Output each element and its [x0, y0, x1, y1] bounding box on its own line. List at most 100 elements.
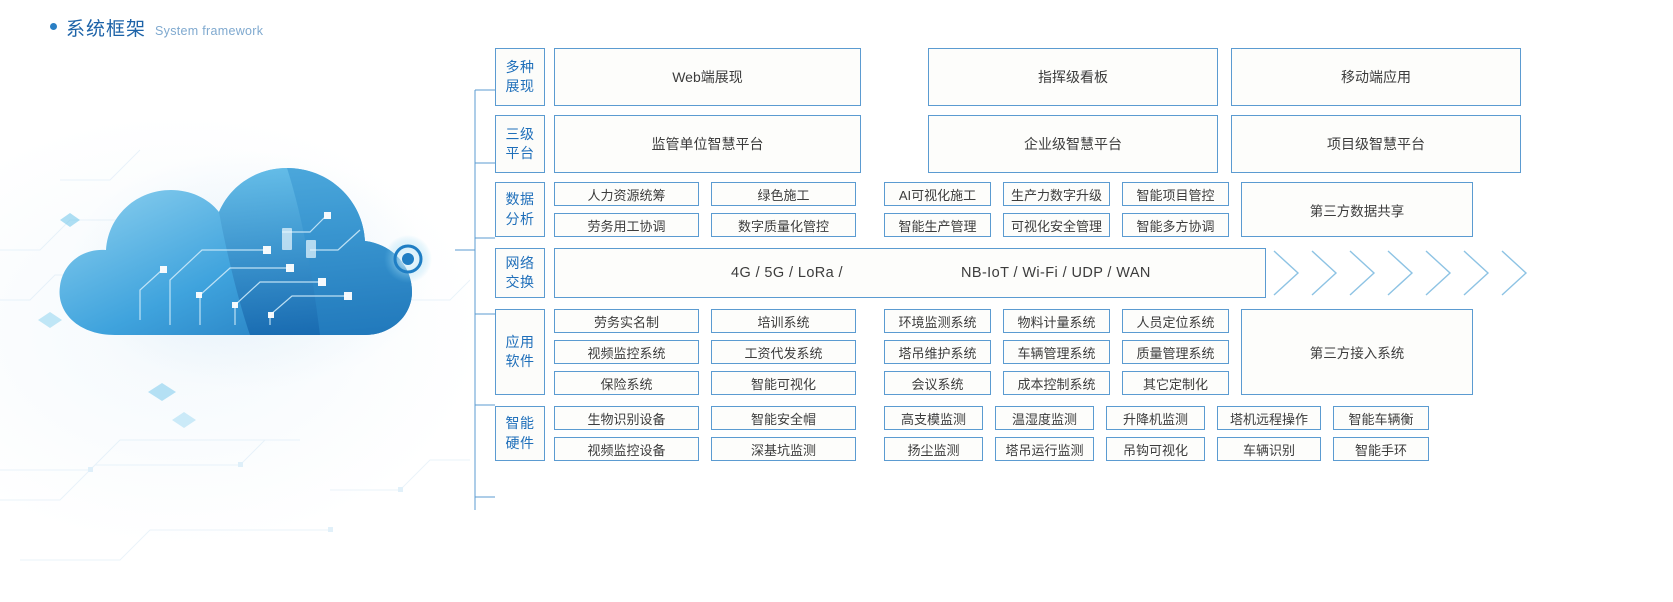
page-title: 系统框架: [66, 19, 147, 40]
chip-biometric-device[interactable]: 生物识别设备: [554, 406, 699, 430]
row-label-presentation[interactable]: 多种 展现: [495, 48, 545, 106]
box-regulator-platform[interactable]: 监管单位智慧平台: [554, 115, 861, 173]
network-bar[interactable]: 4G / 5G / LoRa / NB-IoT / Wi-Fi / UDP / …: [554, 248, 1266, 298]
box-third-party-access-system[interactable]: 第三方接入系统: [1241, 309, 1473, 395]
page-subtitle: System framework: [155, 24, 264, 38]
row-data-analysis: 数据 分析 人力资源统筹 绿色施工 劳务用工协调 数字质量化管控 AI可视化施工…: [495, 182, 1665, 237]
chip-productivity-digital-upgrade[interactable]: 生产力数字升级: [1003, 182, 1110, 206]
chip-cost-control-system[interactable]: 成本控制系统: [1003, 371, 1110, 395]
chip-dust-monitoring[interactable]: 扬尘监测: [884, 437, 983, 461]
row-label-platform[interactable]: 三级 平台: [495, 115, 545, 173]
background-circuit-lines: [0, 149, 470, 561]
row-label-line2: 软件: [505, 353, 535, 369]
box-third-party-data-sharing[interactable]: 第三方数据共享: [1241, 182, 1473, 237]
chip-row: 生物识别设备 智能安全帽: [554, 406, 856, 430]
box-enterprise-platform[interactable]: 企业级智慧平台: [928, 115, 1218, 173]
box-project-platform[interactable]: 项目级智慧平台: [1231, 115, 1521, 173]
chip-row: 视频监控设备 深基坑监测: [554, 437, 856, 461]
chip-smart-weighbridge[interactable]: 智能车辆衡: [1333, 406, 1429, 430]
chip-video-surveillance-system[interactable]: 视频监控系统: [554, 340, 699, 364]
connector-spine: [455, 89, 495, 510]
row-label-data-analysis[interactable]: 数据 分析: [495, 182, 545, 237]
chip-labor-realname[interactable]: 劳务实名制: [554, 309, 699, 333]
chip-deep-foundation-pit-monitoring[interactable]: 深基坑监测: [711, 437, 856, 461]
cloud-computing-illustration: [20, 120, 460, 430]
chip-meeting-system[interactable]: 会议系统: [884, 371, 991, 395]
row-label-line2: 交换: [505, 274, 535, 290]
row-label-line1: 三级: [505, 125, 535, 142]
row-label-line2: 平台: [505, 145, 535, 161]
chip-row: 塔吊维护系统 车辆管理系统 质量管理系统: [884, 340, 1229, 364]
row-label-line1: 应用: [505, 333, 535, 350]
chip-green-construction[interactable]: 绿色施工: [711, 182, 856, 206]
chip-video-surveillance-device[interactable]: 视频监控设备: [554, 437, 699, 461]
chip-smart-multiparty-coordination[interactable]: 智能多方协调: [1122, 213, 1229, 237]
chip-row: 人力资源统筹 绿色施工: [554, 182, 856, 206]
chip-hr-planning[interactable]: 人力资源统筹: [554, 182, 699, 206]
box-web-presentation[interactable]: Web端展现: [554, 48, 861, 106]
chip-tower-crane-remote-operation[interactable]: 塔机远程操作: [1217, 406, 1321, 430]
chip-temperature-humidity-monitoring[interactable]: 温湿度监测: [995, 406, 1094, 430]
chip-row: 扬尘监测 塔吊运行监测 吊钩可视化 车辆识别 智能手环: [884, 437, 1429, 461]
chip-smart-project-control[interactable]: 智能项目管控: [1122, 182, 1229, 206]
chip-labor-coordination[interactable]: 劳务用工协调: [554, 213, 699, 237]
chip-row: AI可视化施工 生产力数字升级 智能项目管控: [884, 182, 1229, 206]
chip-row: 保险系统 智能可视化: [554, 371, 856, 395]
chip-training-system[interactable]: 培训系统: [711, 309, 856, 333]
chip-row: 智能生产管理 可视化安全管理 智能多方协调: [884, 213, 1229, 237]
box-mobile-app[interactable]: 移动端应用: [1231, 48, 1521, 106]
chip-tower-crane-operation-monitoring[interactable]: 塔吊运行监测: [995, 437, 1094, 461]
row-platform: 三级 平台 监管单位智慧平台 企业级智慧平台 项目级智慧平台: [495, 115, 1665, 173]
chip-smart-production-mgmt[interactable]: 智能生产管理: [884, 213, 991, 237]
bullet-dot-icon: [50, 23, 57, 30]
chip-smart-helmet[interactable]: 智能安全帽: [711, 406, 856, 430]
chip-row: 视频监控系统 工资代发系统: [554, 340, 856, 364]
chip-row: 劳务实名制 培训系统: [554, 309, 856, 333]
data-analysis-left-group: 人力资源统筹 绿色施工 劳务用工协调 数字质量化管控: [554, 182, 856, 237]
chip-visual-safety-mgmt[interactable]: 可视化安全管理: [1003, 213, 1110, 237]
chip-digital-quality-control[interactable]: 数字质量化管控: [711, 213, 856, 237]
chip-smart-visualization[interactable]: 智能可视化: [711, 371, 856, 395]
chip-elevator-monitoring[interactable]: 升降机监测: [1106, 406, 1205, 430]
network-text-left: 4G / 5G / LoRa /: [731, 265, 843, 281]
chip-row: 劳务用工协调 数字质量化管控: [554, 213, 856, 237]
chip-material-metering-system[interactable]: 物料计量系统: [1003, 309, 1110, 333]
row-presentation: 多种 展现 Web端展现 指挥级看板 移动端应用: [495, 48, 1665, 106]
smart-hardware-right-group: 高支模监测 温湿度监测 升降机监测 塔机远程操作 智能车辆衡 扬尘监测 塔吊运行…: [884, 406, 1429, 461]
app-software-left-group: 劳务实名制 培训系统 视频监控系统 工资代发系统 保险系统 智能可视化: [554, 309, 856, 395]
chip-tower-crane-maintenance-system[interactable]: 塔吊维护系统: [884, 340, 991, 364]
row-label-line1: 智能: [505, 415, 535, 432]
chip-row: 高支模监测 温湿度监测 升降机监测 塔机远程操作 智能车辆衡: [884, 406, 1429, 430]
row-label-smart-hardware[interactable]: 智能 硬件: [495, 406, 545, 461]
row-label-line1: 网络: [505, 254, 535, 271]
chip-payroll-system[interactable]: 工资代发系统: [711, 340, 856, 364]
chip-high-formwork-monitoring[interactable]: 高支模监测: [884, 406, 983, 430]
chip-vehicle-management-system[interactable]: 车辆管理系统: [1003, 340, 1110, 364]
row-label-network-exchange[interactable]: 网络 交换: [495, 248, 545, 298]
chip-hook-visualization[interactable]: 吊钩可视化: [1106, 437, 1205, 461]
network-text-right: NB-IoT / Wi-Fi / UDP / WAN: [961, 265, 1151, 281]
row-application-software: 应用 软件 劳务实名制 培训系统 视频监控系统 工资代发系统 保险系统 智能可视…: [495, 309, 1665, 395]
chip-vehicle-recognition[interactable]: 车辆识别: [1217, 437, 1321, 461]
row-label-line2: 分析: [505, 210, 535, 227]
smart-hardware-left-group: 生物识别设备 智能安全帽 视频监控设备 深基坑监测: [554, 406, 856, 461]
row-label-line1: 数据: [505, 191, 535, 208]
chip-ai-visual-construction[interactable]: AI可视化施工: [884, 182, 991, 206]
row-smart-hardware: 智能 硬件 生物识别设备 智能安全帽 视频监控设备 深基坑监测 高支模监测 温湿…: [495, 406, 1665, 461]
chip-personnel-positioning-system[interactable]: 人员定位系统: [1122, 309, 1229, 333]
chip-row: 环境监测系统 物料计量系统 人员定位系统: [884, 309, 1229, 333]
flow-chevrons: [1272, 248, 1562, 298]
chip-other-customization[interactable]: 其它定制化: [1122, 371, 1229, 395]
chip-insurance-system[interactable]: 保险系统: [554, 371, 699, 395]
system-framework-diagram: 多种 展现 Web端展现 指挥级看板 移动端应用 三级 平台 监管单位智慧平台 …: [495, 48, 1665, 461]
row-label-application-software[interactable]: 应用 软件: [495, 309, 545, 395]
box-command-dashboard[interactable]: 指挥级看板: [928, 48, 1218, 106]
chip-environment-monitoring-system[interactable]: 环境监测系统: [884, 309, 991, 333]
chip-quality-management-system[interactable]: 质量管理系统: [1122, 340, 1229, 364]
data-analysis-right-group: AI可视化施工 生产力数字升级 智能项目管控 智能生产管理 可视化安全管理 智能…: [884, 182, 1229, 237]
row-network-exchange: 网络 交换 4G / 5G / LoRa / NB-IoT / Wi-Fi / …: [495, 248, 1665, 298]
chip-row: 会议系统 成本控制系统 其它定制化: [884, 371, 1229, 395]
section-header: 系统框架 System framework: [50, 14, 263, 41]
row-label-line2: 展现: [505, 78, 535, 94]
chip-smart-wristband[interactable]: 智能手环: [1333, 437, 1429, 461]
